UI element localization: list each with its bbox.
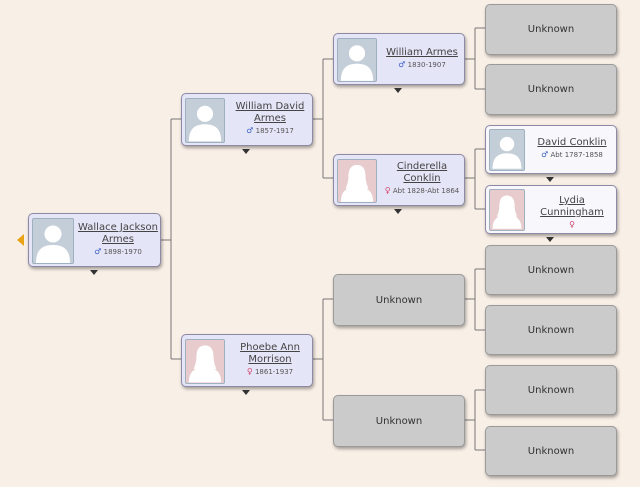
person-info: David Conklin ♂ Abt 1787-1858 (528, 137, 616, 160)
person-name-link[interactable]: Phoebe Ann Morrison (240, 342, 300, 365)
unknown-label: Unknown (527, 445, 575, 457)
person-card-cinderella[interactable]: Cinderella Conklin ♀ Abt 1828-Abt 1864 (333, 154, 465, 206)
unknown-person-card[interactable]: Unknown (485, 426, 617, 476)
unknown-label: Unknown (375, 415, 423, 427)
person-name-link[interactable]: Lydia Cunningham (540, 195, 604, 218)
expand-arrow-icon[interactable] (90, 270, 98, 275)
female-silhouette-icon (489, 189, 525, 231)
life-dates: Abt 1787-1858 (550, 151, 603, 159)
male-silhouette-icon (32, 218, 74, 264)
life-dates: 1857-1917 (255, 127, 294, 135)
female-silhouette-icon (185, 339, 225, 384)
person-info: Wallace Jackson Armes ♂ 1898-1970 (77, 222, 159, 257)
person-name-link[interactable]: William David Armes (235, 101, 305, 124)
unknown-person-card[interactable]: Unknown (485, 64, 617, 115)
person-card-wallace[interactable]: Wallace Jackson Armes ♂ 1898-1970 (28, 213, 161, 267)
person-info: Phoebe Ann Morrison ♀ 1861-1937 (228, 342, 312, 377)
life-dates: 1898-1970 (103, 248, 142, 256)
unknown-label: Unknown (527, 324, 575, 336)
person-card-phoebe[interactable]: Phoebe Ann Morrison ♀ 1861-1937 (181, 334, 313, 387)
expand-arrow-icon[interactable] (242, 390, 250, 395)
unknown-person-card[interactable]: Unknown (333, 274, 465, 326)
male-symbol-icon: ♂ (541, 150, 549, 159)
male-symbol-icon: ♂ (398, 60, 406, 69)
person-name-link[interactable]: Wallace Jackson Armes (78, 222, 158, 245)
person-card-william[interactable]: William Armes ♂ 1830-1907 (333, 33, 465, 85)
unknown-label: Unknown (527, 84, 575, 95)
female-symbol-icon: ♀ (246, 367, 253, 376)
female-symbol-icon: ♀ (384, 186, 391, 195)
female-symbol-icon: ♀ (569, 220, 575, 229)
unknown-label: Unknown (527, 384, 575, 396)
unknown-label: Unknown (375, 294, 423, 306)
unknown-person-card[interactable]: Unknown (485, 245, 617, 295)
expand-arrow-icon[interactable] (546, 237, 554, 242)
unknown-person-card[interactable]: Unknown (485, 4, 617, 55)
unknown-label: Unknown (527, 24, 575, 35)
person-dates: ♂ Abt 1787-1858 (528, 150, 616, 160)
male-symbol-icon: ♂ (94, 247, 102, 256)
person-info: William Armes ♂ 1830-1907 (380, 47, 464, 70)
person-info: Lydia Cunningham ♀ (528, 195, 616, 230)
life-dates: 1830-1907 (407, 61, 446, 69)
person-name-link[interactable]: David Conklin (537, 137, 607, 148)
unknown-person-card[interactable]: Unknown (485, 305, 617, 355)
person-dates: ♂ 1898-1970 (77, 247, 159, 257)
female-silhouette-icon (337, 159, 377, 203)
expand-arrow-icon[interactable] (394, 209, 402, 214)
life-dates: 1861-1937 (254, 368, 294, 376)
unknown-person-card[interactable]: Unknown (485, 365, 617, 415)
expand-arrow-icon[interactable] (394, 88, 402, 93)
male-silhouette-icon (185, 98, 225, 143)
back-arrow-icon[interactable] (17, 234, 24, 246)
person-dates: ♂ 1830-1907 (380, 60, 464, 70)
person-info: Cinderella Conklin ♀ Abt 1828-Abt 1864 (380, 161, 464, 196)
expand-arrow-icon[interactable] (546, 177, 554, 182)
male-silhouette-icon (337, 38, 377, 82)
person-dates: ♀ 1861-1937 (228, 367, 312, 377)
person-card-william-david[interactable]: William David Armes ♂ 1857-1917 (181, 93, 313, 146)
person-info: William David Armes ♂ 1857-1917 (228, 101, 312, 136)
unknown-label: Unknown (527, 264, 575, 276)
life-dates: Abt 1828-Abt 1864 (392, 187, 460, 195)
person-dates: ♂ 1857-1917 (228, 126, 312, 136)
person-name-link[interactable]: Cinderella Conklin (396, 161, 448, 184)
male-silhouette-icon (489, 129, 525, 171)
person-card-david[interactable]: David Conklin ♂ Abt 1787-1858 (485, 125, 617, 174)
person-card-lydia[interactable]: Lydia Cunningham ♀ (485, 185, 617, 234)
male-symbol-icon: ♂ (246, 126, 254, 135)
expand-arrow-icon[interactable] (242, 149, 250, 154)
unknown-person-card[interactable]: Unknown (333, 395, 465, 447)
person-name-link[interactable]: William Armes (386, 47, 458, 58)
person-dates: ♀ Abt 1828-Abt 1864 (380, 186, 464, 196)
person-dates: ♀ (528, 220, 616, 230)
